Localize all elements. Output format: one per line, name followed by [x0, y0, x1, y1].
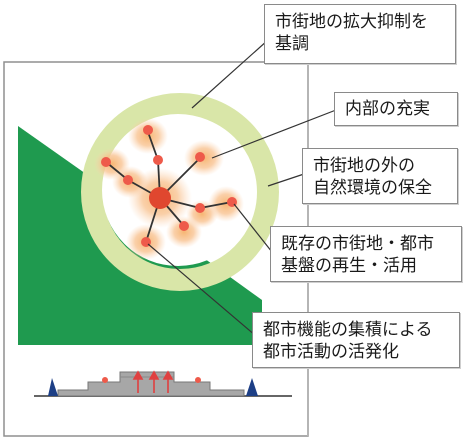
cross-section	[34, 370, 292, 397]
nature-ring	[81, 93, 279, 291]
upward-arrows	[132, 370, 174, 393]
callout-regeneration: 既存の市街地・都市 基盤の再生・活用	[270, 226, 462, 282]
callout-inner-enrichment: 内部の充実	[334, 92, 458, 126]
callout-nature-conservation: 市街地の外の 自然環境の保全	[302, 148, 458, 204]
leader-lines	[147, 39, 337, 337]
left-boundary-marker	[48, 378, 58, 396]
callout-function-concentration: 都市機能の集積による 都市活動の活発化	[252, 312, 460, 368]
callout-expansion-control: 市街地の拡大抑制を 基調	[264, 4, 456, 64]
right-boundary-marker	[246, 378, 258, 396]
urban-core	[149, 187, 171, 209]
